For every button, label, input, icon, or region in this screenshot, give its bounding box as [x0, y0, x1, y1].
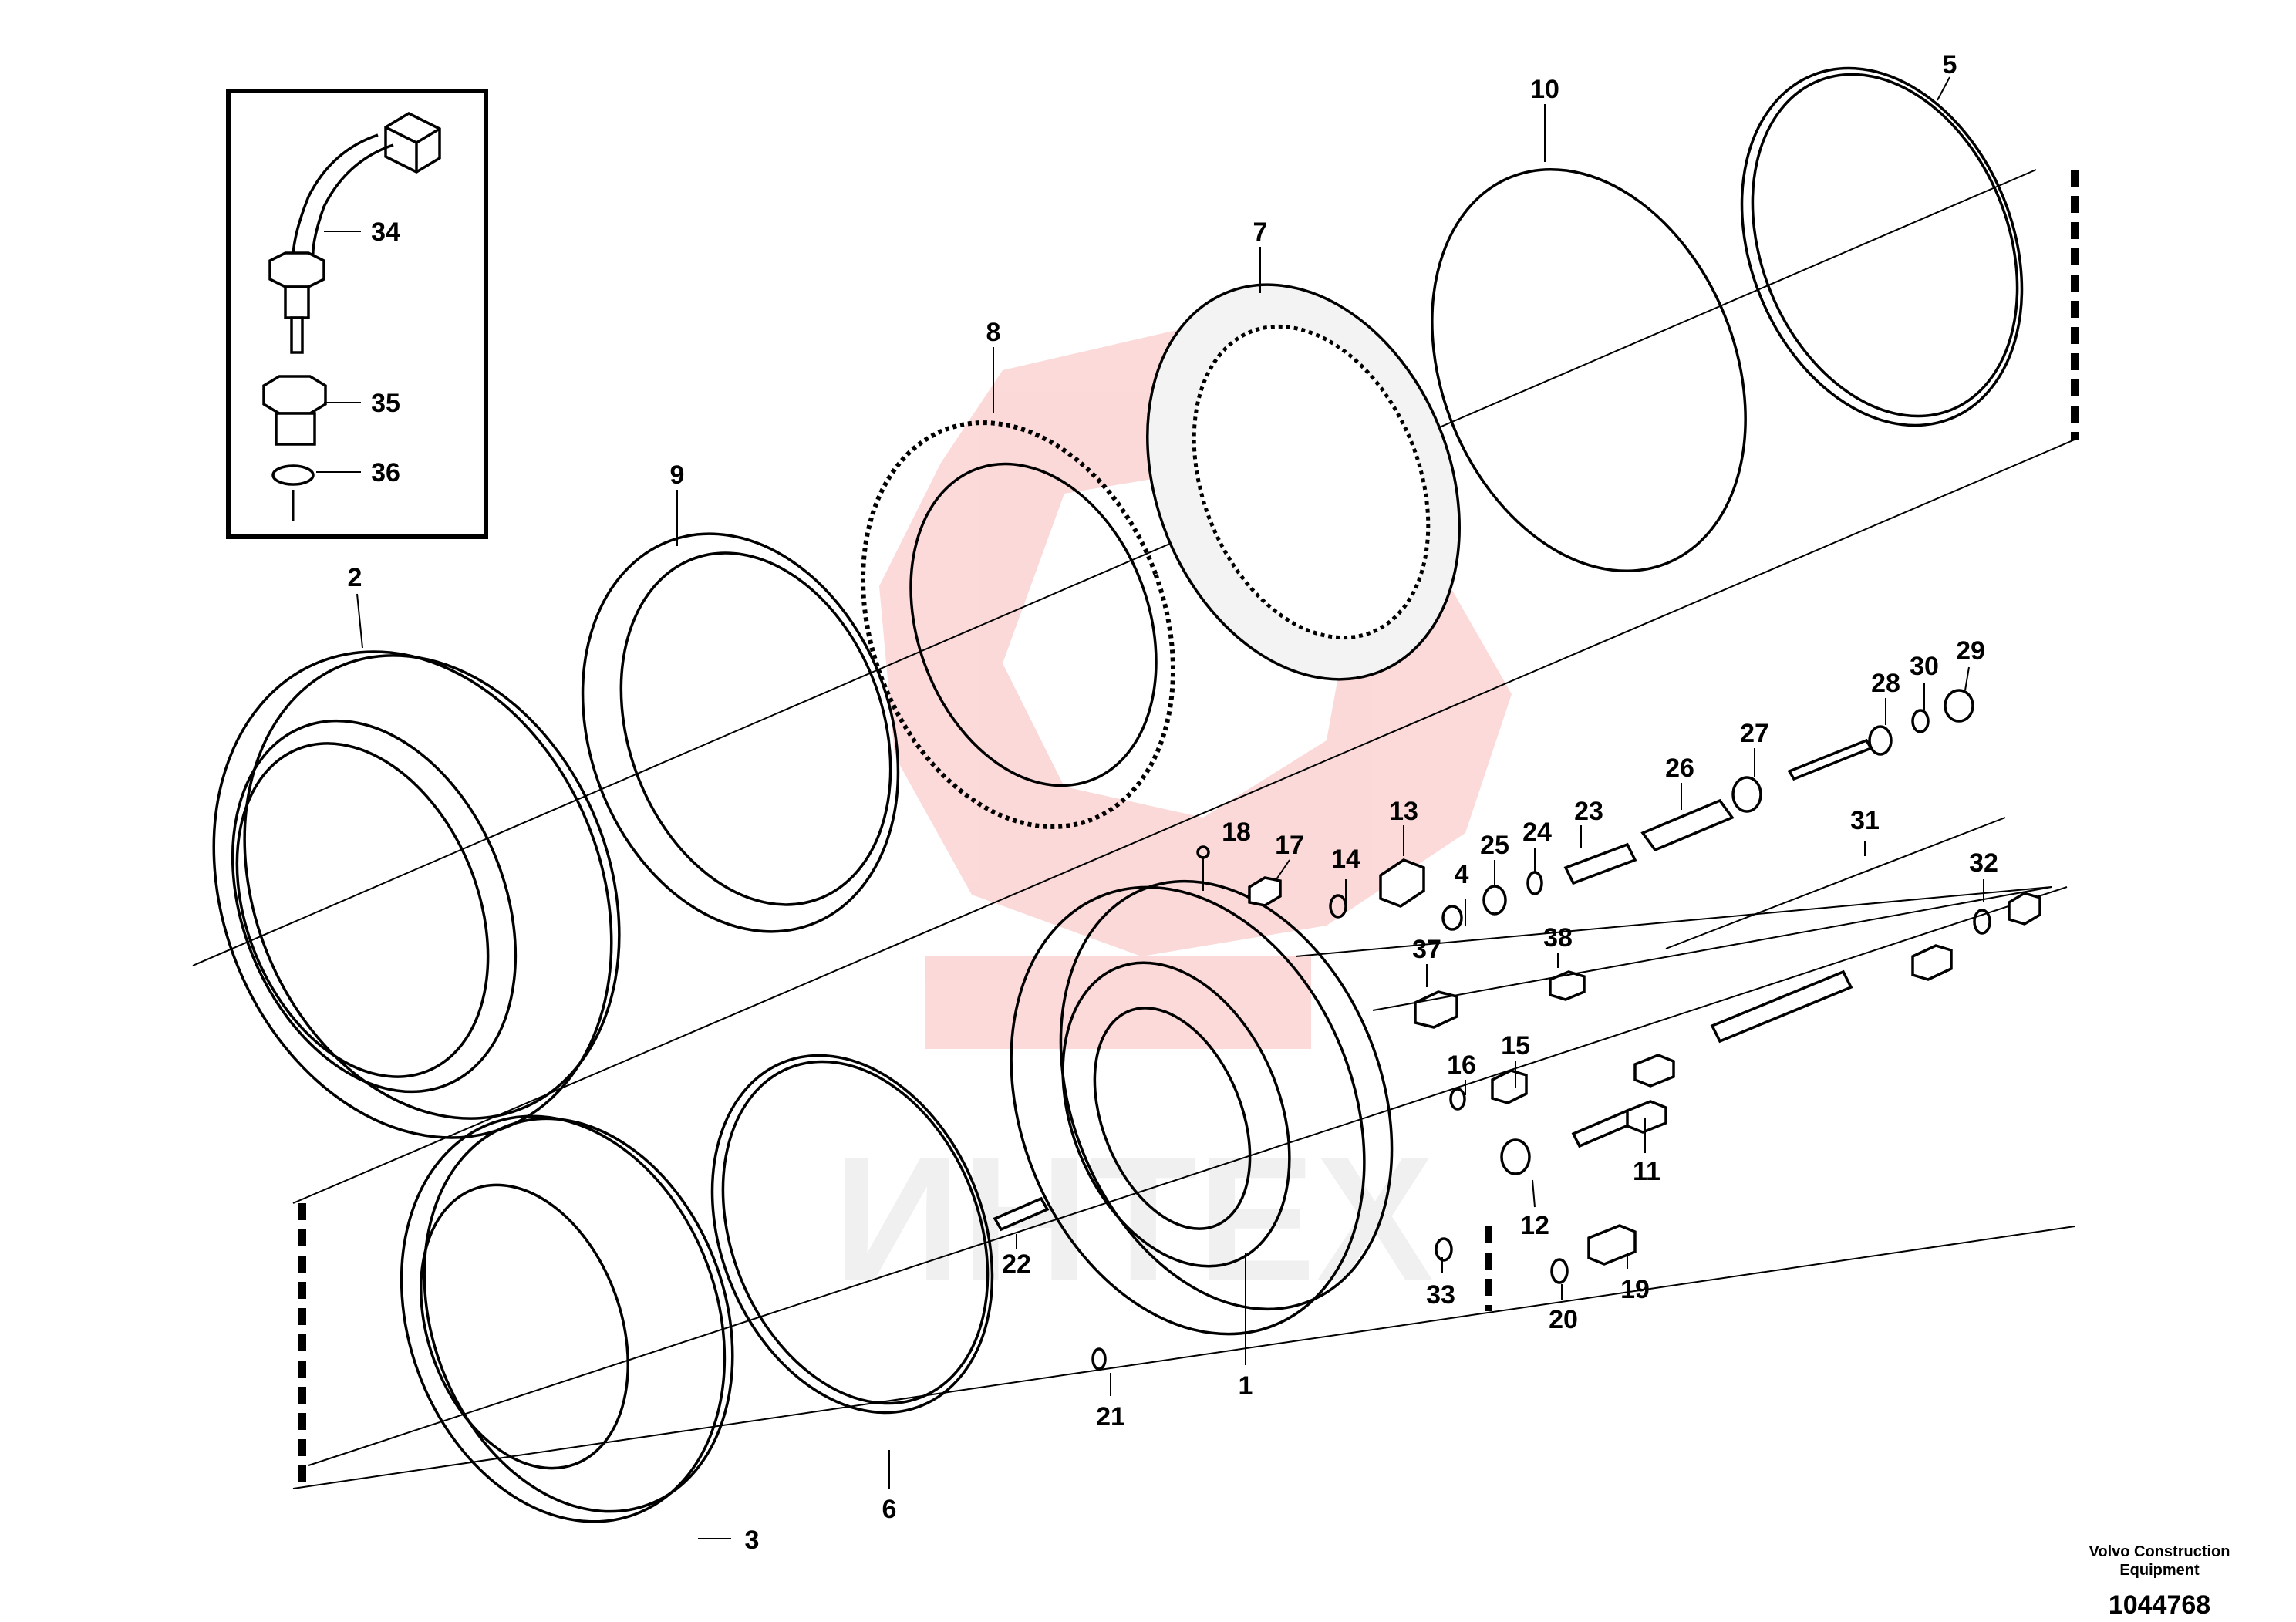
- callout-10: 10: [1530, 75, 1559, 104]
- callout-24: 24: [1522, 818, 1552, 847]
- callout-2: 2: [348, 563, 362, 592]
- callout-37: 37: [1412, 935, 1441, 964]
- callout-15: 15: [1501, 1031, 1530, 1061]
- callout-17: 17: [1275, 831, 1304, 860]
- callout-11: 11: [1633, 1157, 1660, 1186]
- callout-12: 12: [1520, 1211, 1549, 1240]
- part-8-toothed-disc: [860, 420, 1176, 829]
- callout-20: 20: [1549, 1305, 1578, 1334]
- callout-9: 9: [670, 460, 685, 490]
- callout-3: 3: [745, 1526, 760, 1555]
- callout-28: 28: [1871, 669, 1900, 698]
- callout-36: 36: [371, 458, 400, 487]
- credit-line-2: Equipment: [2119, 1562, 2200, 1579]
- callout-33: 33: [1426, 1280, 1455, 1310]
- callout-25: 25: [1480, 831, 1509, 860]
- callout-1: 1: [1239, 1371, 1253, 1401]
- callout-7: 7: [1253, 218, 1268, 247]
- callout-34: 34: [371, 218, 400, 247]
- callout-19: 19: [1620, 1275, 1650, 1304]
- callout-16: 16: [1447, 1050, 1476, 1080]
- callout-18: 18: [1222, 818, 1251, 847]
- callout-27: 27: [1740, 719, 1769, 748]
- axis-lower: [308, 886, 2068, 1466]
- callout-13: 13: [1389, 797, 1418, 826]
- callout-29: 29: [1956, 636, 1985, 666]
- callout-22: 22: [1002, 1249, 1031, 1279]
- callouts: 1 2 3 4 5 6 7 8 9 10 11 12 13 14 15 16 1…: [316, 50, 2006, 1555]
- part-7-friction-disc: [1146, 283, 1461, 681]
- callout-4: 4: [1455, 860, 1469, 889]
- small-parts: [993, 689, 2052, 1371]
- axis-upper: [192, 169, 2037, 966]
- sensor-inset: [226, 89, 488, 539]
- part-2-ring: [212, 650, 621, 1139]
- callout-38: 38: [1543, 923, 1573, 953]
- callout-31: 31: [1850, 806, 1880, 835]
- callout-35: 35: [371, 389, 400, 418]
- callout-32: 32: [1969, 848, 1998, 878]
- callout-14: 14: [1331, 845, 1360, 874]
- frame-markers: [298, 170, 2079, 1489]
- callout-5: 5: [1943, 50, 1957, 79]
- manufacturer-credit: Volvo Construction Equipment: [2075, 1543, 2244, 1580]
- watermark-text: ИНТЕХ: [834, 1120, 1435, 1318]
- callout-8: 8: [986, 318, 1001, 347]
- part-5-ring: [1740, 66, 2024, 427]
- callout-21: 21: [1096, 1402, 1125, 1431]
- part-6-oring: [710, 1054, 994, 1415]
- callout-23: 23: [1574, 797, 1603, 826]
- document-number: 1044768: [2108, 1590, 2211, 1620]
- callout-6: 6: [882, 1495, 897, 1524]
- part-3-flange: [400, 1114, 734, 1523]
- part-9-plate: [581, 532, 900, 933]
- credit-line-1: Volvo Construction: [2089, 1543, 2230, 1560]
- callout-26: 26: [1665, 754, 1694, 783]
- part-1-housing: [1010, 879, 1394, 1336]
- callout-30: 30: [1910, 652, 1939, 681]
- part-10-oring: [1431, 167, 1747, 573]
